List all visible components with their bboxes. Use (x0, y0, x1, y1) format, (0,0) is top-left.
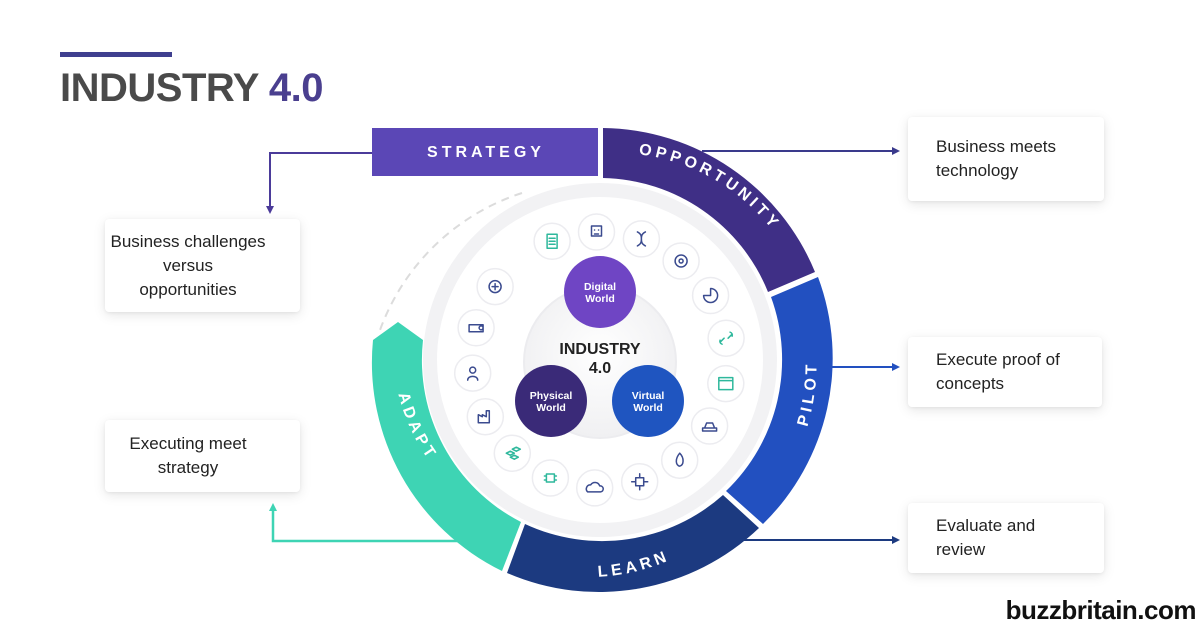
circuit-icon (476, 267, 514, 306)
card-line: Evaluate and (936, 516, 1036, 535)
opportunity-segment (603, 128, 815, 292)
card-line: technology (936, 161, 1019, 180)
card-business-technology: Business meets technology (908, 117, 1104, 201)
card-evaluate-text: Evaluate and review (936, 514, 1086, 562)
ring-inner-shadow (423, 183, 777, 537)
chain-link-icon (707, 319, 745, 357)
person-icon (453, 354, 492, 392)
card-executing-text: Executing meet strategy (98, 432, 278, 480)
card-line: versus (162, 255, 214, 275)
title-main: INDUSTRY (60, 66, 259, 110)
fire-icon (660, 441, 699, 479)
dna-icon (622, 220, 661, 258)
card-line: Executing meet (129, 434, 247, 453)
card-line: strategy (157, 458, 219, 477)
cubes-icon (493, 434, 532, 472)
card-business-challenges: Business challenges versus opportunities (105, 219, 300, 312)
connector-adapt-left (269, 503, 470, 543)
network-chip-icon (620, 462, 659, 501)
learn-segment (507, 495, 759, 593)
title-accent: 4.0 (268, 66, 324, 110)
physical-world-label-2: World (536, 402, 566, 414)
digital-world-circle (564, 256, 636, 328)
card-line: concepts (936, 374, 1005, 393)
title-accent-bar (60, 52, 172, 57)
strategy-label: STRATEGY (427, 144, 545, 161)
dashed-guide-arc (379, 192, 523, 331)
card-evaluate-review: Evaluate and review (908, 503, 1104, 573)
page-title: INDUSTRY 4.0 (60, 66, 323, 111)
card-business-tech-text: Business meets technology (936, 135, 1086, 183)
cloud-icon (575, 469, 614, 507)
hub-title-line1: INDUSTRY (559, 341, 641, 358)
adapt-segment (371, 322, 521, 571)
card-line: Business challenges (110, 231, 266, 251)
pilot-segment (726, 277, 833, 524)
card-proof-of-concepts: Execute proof of concepts (908, 337, 1102, 407)
connector-strategy-left (266, 152, 372, 214)
card-line: Business meets (936, 137, 1056, 156)
strategy-segment (372, 128, 598, 176)
card-line: opportunities (139, 279, 237, 299)
virtual-world-label-1: Virtual (632, 390, 665, 402)
card-proof-text: Execute proof of concepts (936, 348, 1086, 396)
physical-world-label-1: Physical (530, 390, 573, 402)
card-line: review (936, 540, 986, 559)
browser-window-icon (707, 364, 745, 403)
card-executing-strategy: Executing meet strategy (105, 420, 300, 492)
hub-title-line2: 4.0 (589, 360, 611, 377)
physical-world-circle (515, 365, 587, 437)
digital-world-label-1: Digital (584, 281, 616, 293)
projector-icon (457, 309, 495, 347)
robot-face-icon (577, 213, 616, 251)
digital-world-label-2: World (585, 293, 615, 305)
factory-icon (466, 397, 505, 436)
card-line: Execute proof of (936, 350, 1060, 369)
watermark: buzzbritain.com (1005, 595, 1197, 625)
virtual-world-label-2: World (633, 402, 663, 414)
card-business-challenges-text: Business challenges versus opportunities (98, 230, 278, 302)
icon-ring (453, 213, 745, 507)
document-icon (533, 222, 571, 261)
virtual-world-circle (612, 365, 684, 437)
car-icon (690, 407, 729, 445)
gear-cog-icon (662, 242, 700, 280)
pie-chart-icon (691, 276, 730, 315)
microchip-icon (531, 459, 570, 497)
